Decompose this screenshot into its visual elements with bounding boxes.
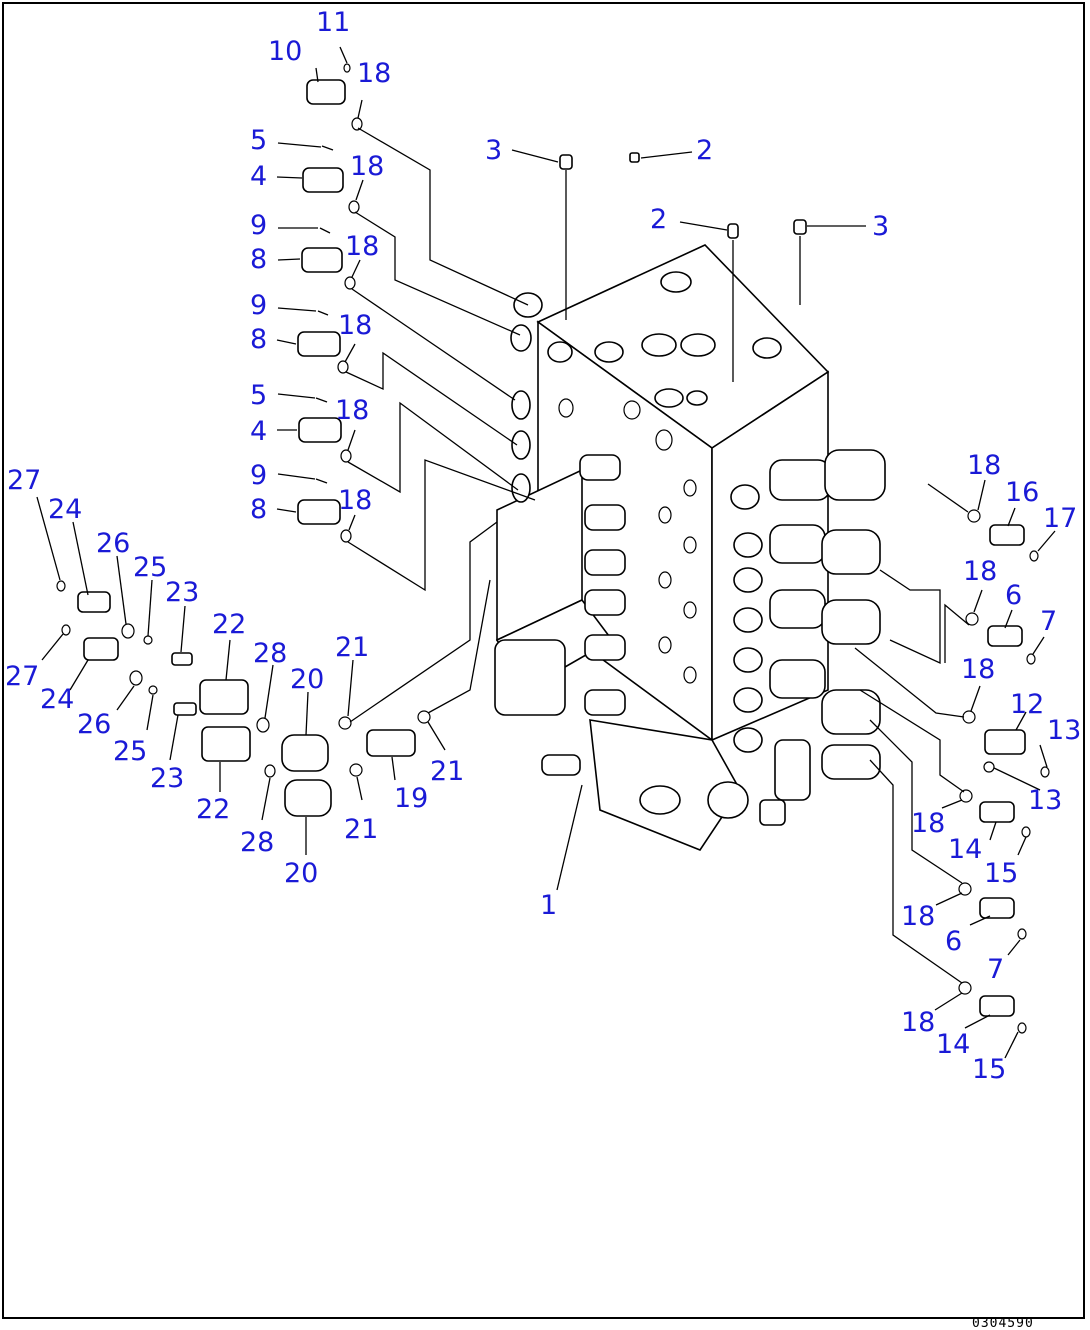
- callout-26: 26: [77, 709, 111, 740]
- callout-17: 17: [1043, 503, 1077, 534]
- callout-9: 9: [250, 290, 267, 321]
- callout-24: 24: [40, 684, 74, 715]
- callout-2: 2: [650, 204, 667, 235]
- callout-25: 25: [113, 736, 147, 767]
- callout-3: 3: [485, 135, 502, 166]
- callout-8: 8: [250, 244, 267, 275]
- callout-2: 2: [696, 135, 713, 166]
- callout-21: 21: [335, 632, 369, 663]
- callout-18: 18: [963, 556, 997, 587]
- callout-27: 27: [5, 661, 39, 692]
- callout-23: 23: [165, 577, 199, 608]
- callout-18: 18: [901, 1007, 935, 1038]
- callout-5: 5: [250, 380, 267, 411]
- callout-3: 3: [872, 211, 889, 242]
- callout-6: 6: [945, 926, 962, 957]
- callout-12: 12: [1010, 689, 1044, 720]
- callout-13: 13: [1047, 715, 1081, 746]
- callout-7: 7: [987, 954, 1004, 985]
- callout-18: 18: [901, 901, 935, 932]
- callout-18: 18: [335, 395, 369, 426]
- callout-24: 24: [48, 494, 82, 525]
- callout-6: 6: [1005, 580, 1022, 611]
- callout-16: 16: [1005, 477, 1039, 508]
- callout-15: 15: [984, 858, 1018, 889]
- callout-4: 4: [250, 416, 267, 447]
- callout-8: 8: [250, 324, 267, 355]
- callout-14: 14: [936, 1029, 970, 1060]
- callout-18: 18: [961, 654, 995, 685]
- callout-28: 28: [253, 638, 287, 669]
- callout-18: 18: [338, 310, 372, 341]
- callout-4: 4: [250, 161, 267, 192]
- drawing-code: 0304590: [972, 1316, 1034, 1330]
- callout-18: 18: [345, 231, 379, 262]
- callout-23: 23: [150, 763, 184, 794]
- callout-18: 18: [357, 58, 391, 89]
- callout-18: 18: [350, 151, 384, 182]
- callout-21: 21: [344, 814, 378, 845]
- callout-7: 7: [1040, 606, 1057, 637]
- callout-27: 27: [7, 465, 41, 496]
- callout-1: 1: [540, 890, 557, 921]
- callout-8: 8: [250, 494, 267, 525]
- callout-15: 15: [972, 1054, 1006, 1085]
- callout-13: 13: [1028, 785, 1062, 816]
- callout-9: 9: [250, 210, 267, 241]
- callout-22: 22: [212, 609, 246, 640]
- control-valve-body: [494, 244, 886, 851]
- callout-25: 25: [133, 552, 167, 583]
- callout-18: 18: [338, 485, 372, 516]
- callout-19: 19: [394, 783, 428, 814]
- callout-labels: 11 10 18 5 4 18 9 8 18 9 8 18 5 4 18 9 8…: [5, 7, 1081, 1085]
- callout-26: 26: [96, 528, 130, 559]
- callout-9: 9: [250, 460, 267, 491]
- callout-28: 28: [240, 827, 274, 858]
- fittings-and-seals: [56, 63, 1050, 1034]
- callout-10: 10: [268, 36, 302, 67]
- callout-5: 5: [250, 125, 267, 156]
- callout-18: 18: [911, 808, 945, 839]
- callout-22: 22: [196, 794, 230, 825]
- callout-11: 11: [316, 7, 350, 38]
- callout-21: 21: [430, 756, 464, 787]
- leader-lines: [36, 46, 1056, 1059]
- callout-20: 20: [290, 664, 324, 695]
- callout-18: 18: [967, 450, 1001, 481]
- callout-20: 20: [284, 858, 318, 889]
- callout-14: 14: [948, 834, 982, 865]
